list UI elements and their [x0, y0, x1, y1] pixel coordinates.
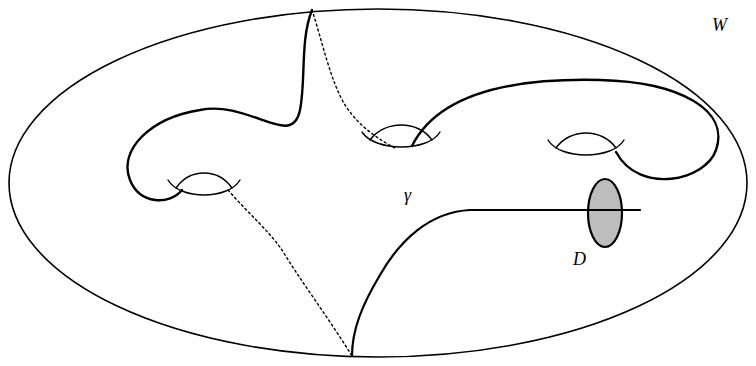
curve-label: γ: [404, 186, 411, 204]
disk-label: D: [573, 250, 586, 268]
surface-label: W: [712, 16, 727, 34]
meridian-disk: [588, 179, 622, 247]
handlebody-outline: [9, 9, 747, 357]
